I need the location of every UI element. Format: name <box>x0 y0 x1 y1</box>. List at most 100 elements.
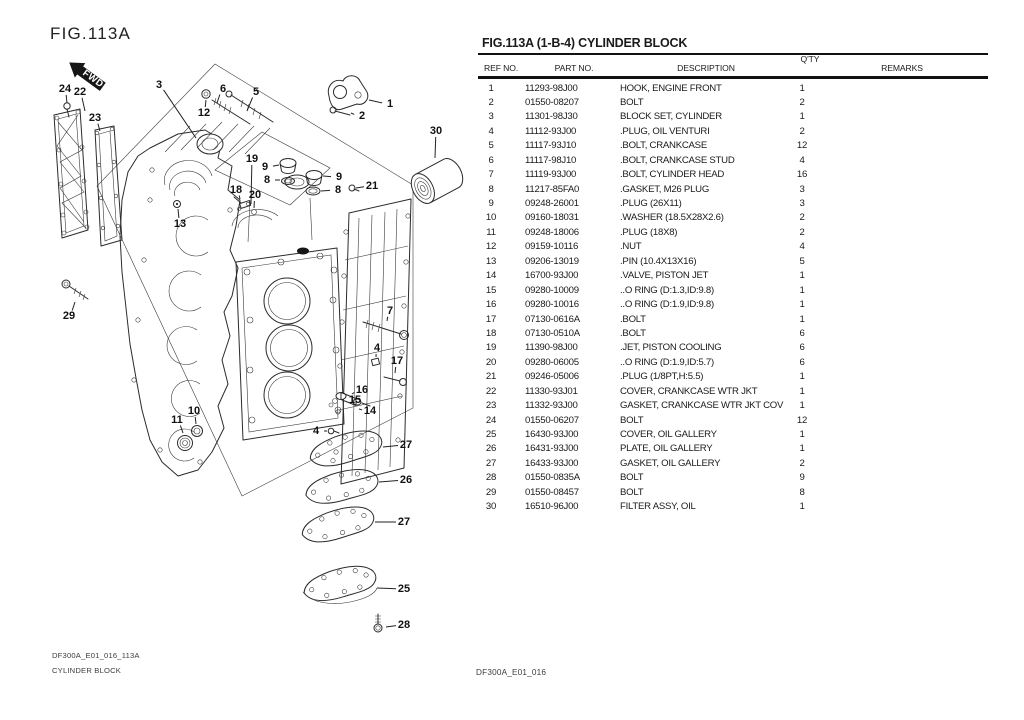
part-no-cell: 07130-0616A <box>525 313 580 325</box>
part-no-cell: 09248-26001 <box>525 198 579 209</box>
callout-leader <box>81 97 86 112</box>
ref-no-cell: 1 <box>488 82 494 94</box>
callout-leader <box>378 479 399 483</box>
callout-number: 23 <box>89 112 101 124</box>
callout-number: 10 <box>188 405 200 417</box>
callout-number: 6 <box>220 83 226 95</box>
figure-label: FIG.113A <box>50 24 132 43</box>
part-no-cell: 11293-98J00 <box>525 82 578 94</box>
description-cell: .BOLT <box>620 327 646 339</box>
part-no-cell: 09248-18006 <box>525 226 579 238</box>
oring-8a <box>281 177 295 185</box>
ref-no-cell: 3 <box>488 111 494 123</box>
callout-number: 29 <box>63 310 75 322</box>
part-no-cell: 11390-98J00 <box>525 342 578 354</box>
header-part-no: PART NO. <box>554 63 594 74</box>
callout-leader <box>358 408 363 411</box>
qty-cell: 6 <box>799 327 805 339</box>
description-cell: .NUT <box>620 241 642 253</box>
part-no-cell: 16431-93J00 <box>525 443 579 455</box>
ref-no-cell: 20 <box>485 356 497 368</box>
plug-21 <box>348 184 360 192</box>
bolt-24 <box>63 102 71 118</box>
ref-no-cell: 10 <box>485 212 497 224</box>
ref-no-cell: 25 <box>485 429 497 440</box>
callout-number: 9 <box>262 161 268 173</box>
ref-no-cell: 13 <box>485 255 497 267</box>
callout-number: 20 <box>249 189 261 201</box>
plug-4b <box>327 427 340 435</box>
qty-cell: 12 <box>796 140 808 152</box>
description-cell: .BOLT <box>620 313 646 325</box>
piston-jet-19 <box>233 196 257 215</box>
callout-leader <box>382 445 399 448</box>
ref-no-cell: 6 <box>488 154 494 166</box>
qty-cell: 12 <box>796 414 808 426</box>
header-ref-no: REF NO. <box>484 63 519 74</box>
water-jacket-gasket <box>94 125 123 247</box>
description-cell: BOLT <box>620 414 644 426</box>
ref-no-cell: 5 <box>488 140 494 152</box>
callout-leader <box>194 416 197 425</box>
qty-cell: 1 <box>799 501 805 513</box>
footer-file-id: DF300A_E01_016_113A <box>52 651 140 660</box>
description-cell: GASKET, OIL GALLERY <box>620 457 721 469</box>
ref-no-cell: 12 <box>485 241 497 253</box>
description-cell: GASKET, CRANKCASE WTR JKT COV <box>620 400 784 412</box>
part-no-cell: 11217-85FA0 <box>525 183 580 195</box>
part-no-cell: 01550-06207 <box>525 414 579 426</box>
callout-number: 8 <box>264 174 270 186</box>
ref-no-cell: 11 <box>486 226 496 238</box>
part-no-cell: 09160-18031 <box>525 212 579 224</box>
table-row: 24 01550-06207 BOLT 12 <box>478 413 988 427</box>
callout-number: 21 <box>366 180 378 192</box>
qty-cell: 16 <box>796 169 808 181</box>
description-cell: .PLUG (26X11) <box>620 198 682 209</box>
oil-gallery-cover-25 <box>300 562 379 605</box>
qty-cell: 8 <box>799 486 805 498</box>
part-no-cell: 01550-0835A <box>525 472 580 484</box>
callout-leader <box>204 99 207 108</box>
ref-no-cell: 7 <box>488 169 494 181</box>
bolt-7 <box>362 319 409 340</box>
qty-cell: 1 <box>799 270 805 282</box>
ref-no-cell: 27 <box>485 457 497 469</box>
callout-leader <box>238 195 241 200</box>
callout-number: 24 <box>59 83 72 95</box>
table-title: FIG.113A (1-B-4) CYLINDER BLOCK <box>482 36 688 50</box>
piston-jet-valve <box>328 392 371 408</box>
ref-no-cell: 24 <box>485 414 497 426</box>
parts-table: FIG.113A (1-B-4) CYLINDER BLOCK REF NO. … <box>478 36 988 514</box>
qty-cell: 1 <box>799 284 805 296</box>
crankcase-half <box>119 121 271 477</box>
description-cell: .PLUG (1/8PT,H:5.5) <box>620 371 704 383</box>
oring-8b <box>305 186 321 196</box>
part-no-cell: 01550-08457 <box>525 486 579 498</box>
nut-12 <box>201 89 211 99</box>
description-cell: COVER, OIL GALLERY <box>620 429 717 440</box>
callout-number: 2 <box>359 110 365 122</box>
ref-no-cell: 29 <box>485 486 497 498</box>
ref-no-cell: 2 <box>488 96 494 108</box>
qty-cell: 2 <box>799 212 805 224</box>
hook-bolt <box>329 106 351 116</box>
callout-number: 7 <box>387 305 393 317</box>
description-cell: PLATE, OIL GALLERY <box>620 443 713 455</box>
cylinder-block <box>214 131 345 441</box>
bolt-29 <box>61 279 89 301</box>
ref-no-cell: 4 <box>488 125 494 137</box>
description-cell: ..O RING (D:1.9,ID:9.8) <box>620 299 714 311</box>
